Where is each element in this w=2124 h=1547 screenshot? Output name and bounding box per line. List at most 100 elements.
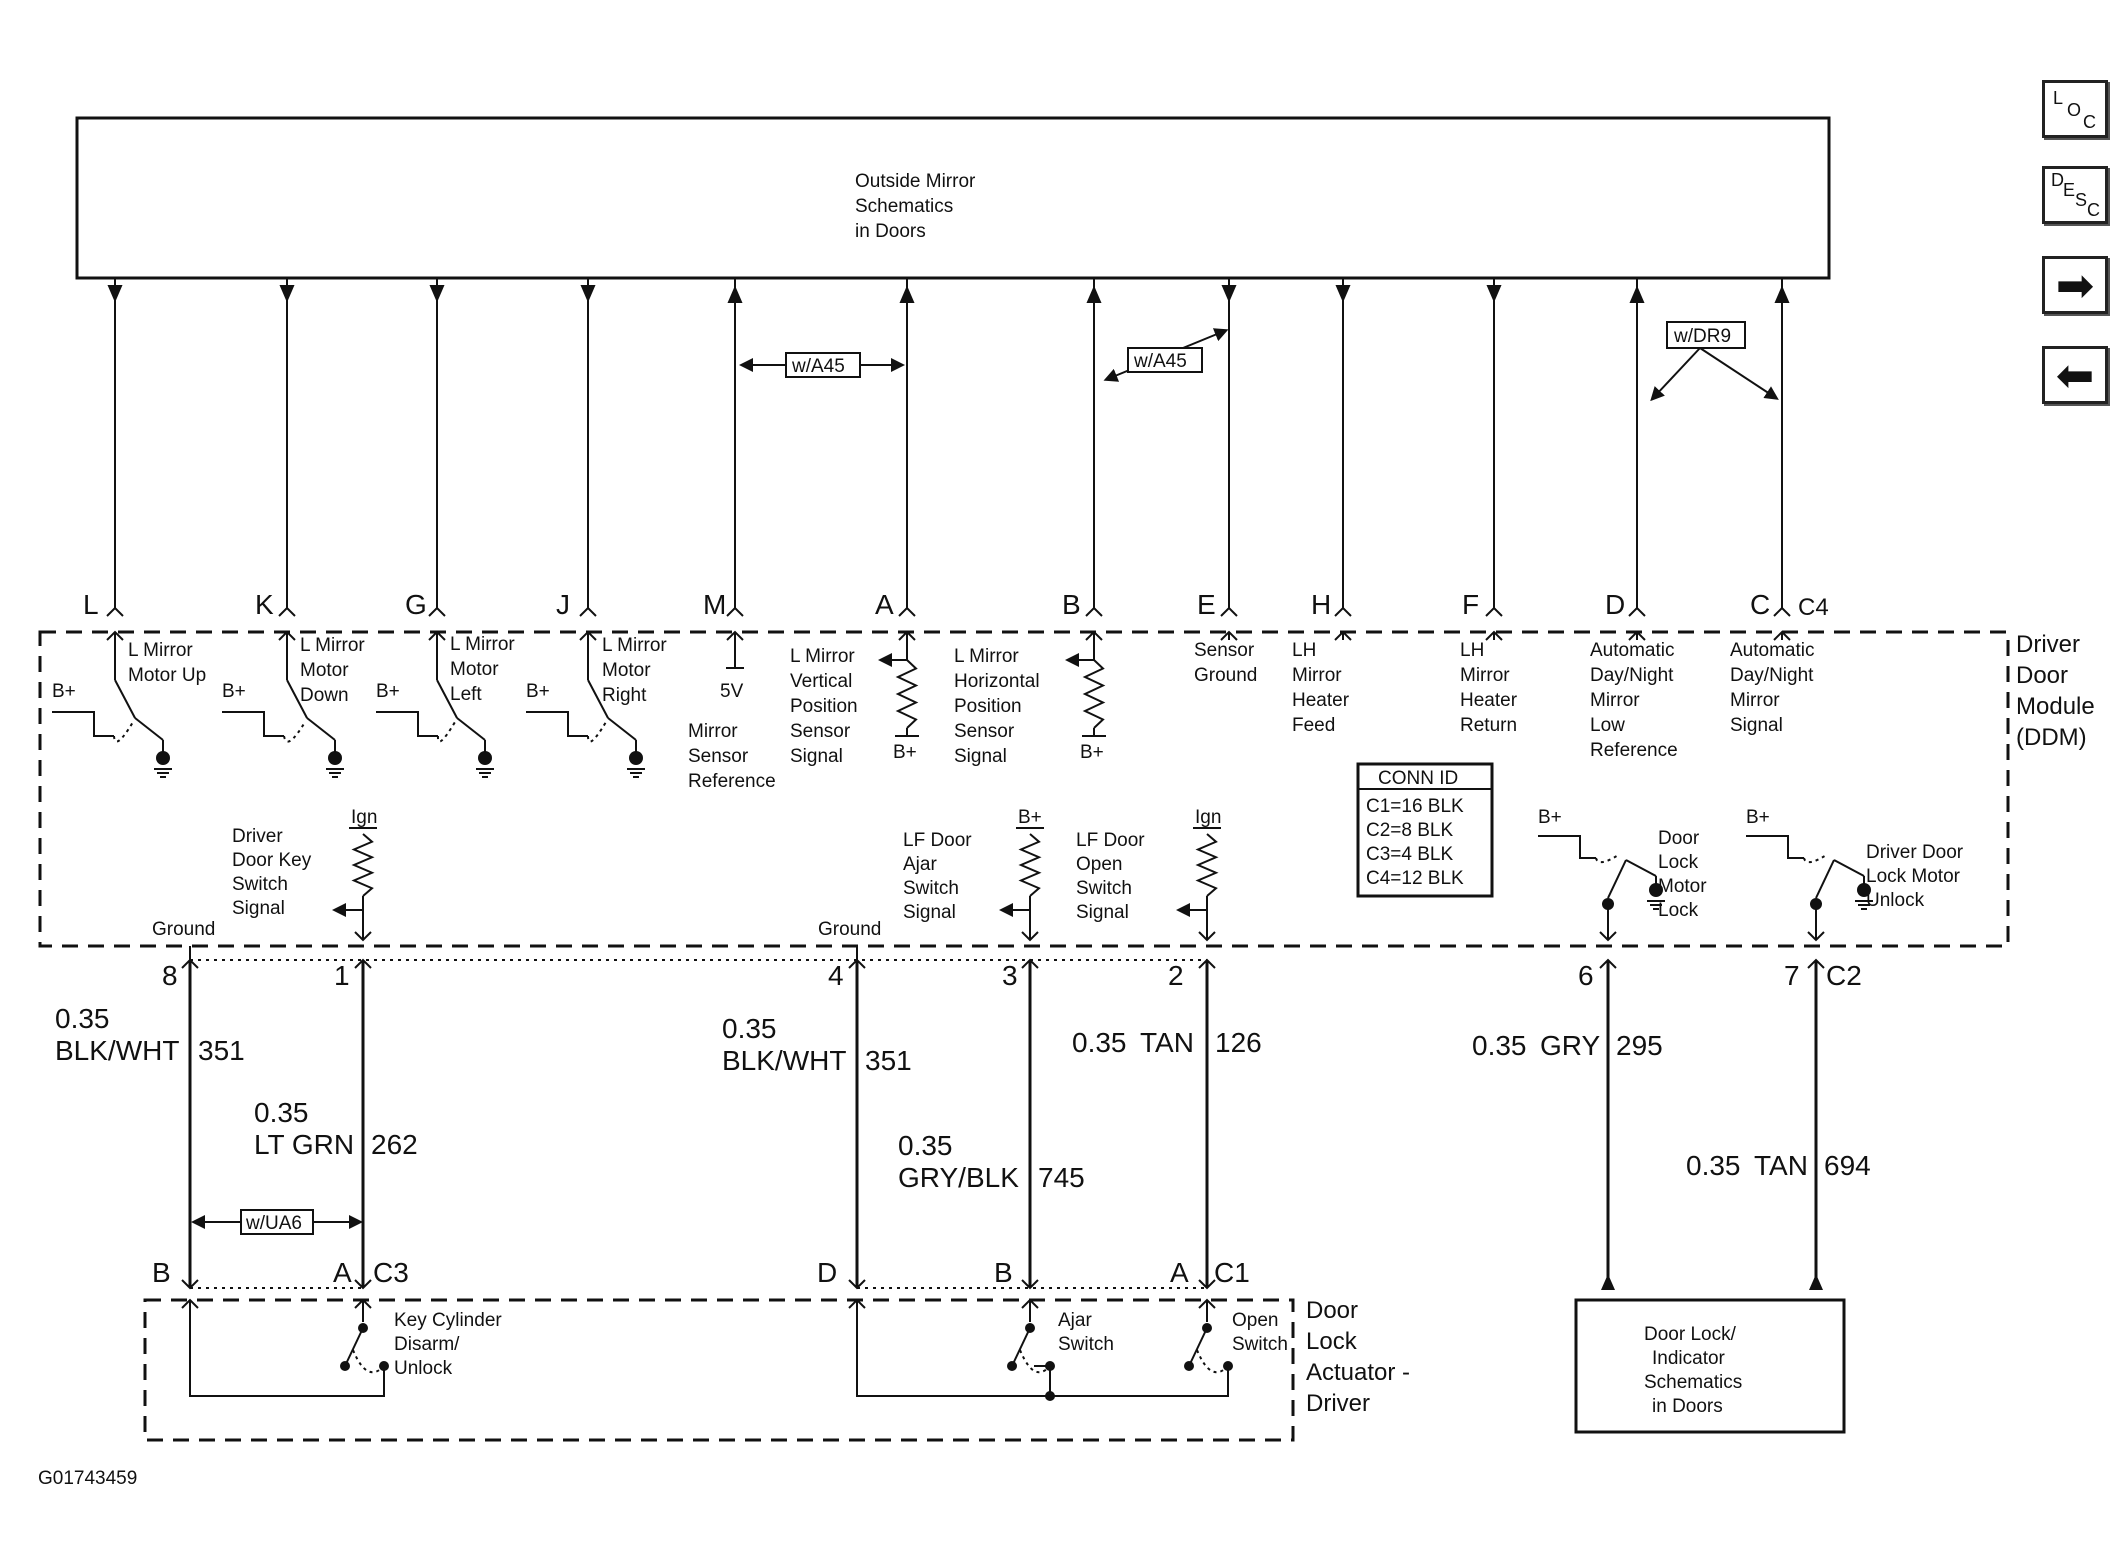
wire-126-color: TAN [1140,1027,1194,1058]
pin-7: 7 [1784,960,1800,991]
top-pin-label: Feed [1292,715,1335,736]
desc-letter: E [2063,180,2076,200]
wire-295-circuit: 295 [1616,1030,1663,1061]
top-pin-label: Reference [1590,740,1678,761]
lock-box-line3: Schematics [1644,1372,1742,1393]
pin-chevron [1085,606,1103,617]
top-pin-label: Heater [1292,690,1350,711]
top-pin-label: Ground [1194,665,1257,686]
a45-left-label: w/A45 [791,356,845,377]
ground-label: Ground [818,919,881,940]
switch-lead [607,717,637,741]
pin-chevron [1807,958,1825,969]
wire-351b-color: BLK/WHT [722,1045,846,1076]
actuator-connector-c1: C1 [1214,1257,1250,1288]
open-signal-label: Open [1076,854,1122,875]
b-plus-label: B+ [1080,742,1104,763]
switch-lead [222,711,284,737]
top-pin-label: L Mirror [602,635,667,656]
resistor-symbol [1082,659,1106,729]
top-pin-label: Sensor [1194,640,1255,661]
lock-motor-label: Lock [1658,900,1699,921]
top-pin-letter: J [556,589,570,620]
back-arrow-icon: ⬅ [2055,348,2095,402]
actuator-title-3: Actuator - [1306,1359,1410,1386]
pin-1: 1 [334,960,350,991]
resistor-symbol [1195,833,1219,897]
top-pin-label: Motor [602,660,651,681]
top-pin-label: Motor [450,659,499,680]
top-pin-label: Day/Night [1730,665,1814,686]
dr9-tag: w/DR9 [1650,321,1779,402]
pin-chevron [1220,606,1238,617]
open-signal-label: Signal [1076,902,1129,923]
top-pin-label: L Mirror [300,635,365,656]
top-pin-label: Right [602,685,647,706]
conn-id-title: CONN ID [1378,768,1458,789]
wire-direction-arrow [429,285,445,303]
top-pin-letter: F [1462,589,1479,620]
switch-lead [1538,835,1596,859]
loc-letter: O [2067,100,2082,120]
switch-link [1803,853,1829,864]
top-pin-label: L Mirror [128,640,193,661]
wire-745-color: GRY/BLK [898,1162,1019,1193]
top-pin-label: Motor Up [128,665,206,686]
resistor-symbol [351,833,375,897]
junction-node [1045,1391,1055,1401]
a45-right-label: w/A45 [1133,351,1187,372]
unlock-motor-label: Driver Door [1866,842,1964,863]
top-pin-label: Heater [1460,690,1518,711]
switch-link [1019,1349,1051,1374]
ground-node [1649,883,1663,897]
key-cylinder-label: Key Cylinder [394,1310,502,1331]
switch-blade [1815,859,1835,899]
description-button[interactable]: D E S C [2042,166,2108,224]
top-pin-letter: K [255,589,274,620]
wire-694-color: TAN [1754,1150,1808,1181]
pin-chevron [898,606,916,617]
wire-262-gauge: 0.35 [254,1097,309,1128]
pin-6: 6 [1578,960,1594,991]
pin-chevron [428,606,446,617]
actuator-title-1: Door [1306,1297,1358,1324]
open-switch-label: Switch [1232,1334,1288,1355]
switch-lead [306,717,336,741]
lock-box-line2: Indicator [1652,1348,1726,1369]
figure-id: G01743459 [38,1468,137,1489]
switch-link [113,721,134,743]
location-button[interactable]: L O C [2042,80,2108,138]
wire-262-circuit: 262 [371,1129,418,1160]
lock-motor-label: Lock [1658,852,1699,873]
open-signal-label: LF Door [1076,830,1145,851]
conn-id-row: C2=8 BLK [1366,820,1453,841]
wire-295-color: GRY [1540,1030,1600,1061]
pin-chevron [1021,1279,1039,1290]
switch-link [1595,853,1621,864]
five-volt-label: 5V [720,681,744,702]
switch-blade [286,679,308,719]
switch-lead [456,717,486,741]
desc-letter: C [2087,200,2100,220]
ddm-title-2: Door [2016,662,2068,689]
switch-blade [1011,1327,1031,1367]
b-plus-label: B+ [526,681,550,702]
ajar-switch-label: Ajar [1058,1310,1092,1331]
b-plus-label: B+ [893,742,917,763]
switch-blade [1188,1327,1208,1367]
key-cylinder-label: Disarm/ [394,1334,460,1355]
loc-letter: C [2083,112,2096,132]
door-lock-indicator-box [1574,1298,1846,1434]
actuator-pin-b1: B [152,1257,171,1288]
top-pin-letter: G [405,589,427,620]
ddm-box [38,630,2010,948]
wire-126-gauge: 0.35 [1072,1027,1127,1058]
forward-button[interactable]: ➡ [2042,256,2108,314]
actuator-title-2: Lock [1306,1328,1358,1355]
pin-chevron [1628,606,1646,617]
a45-right-tag: w/A45 [1103,328,1229,382]
back-button[interactable]: ⬅ [2042,346,2108,404]
pin-chevron [354,958,372,969]
switch-node [1007,1361,1017,1371]
